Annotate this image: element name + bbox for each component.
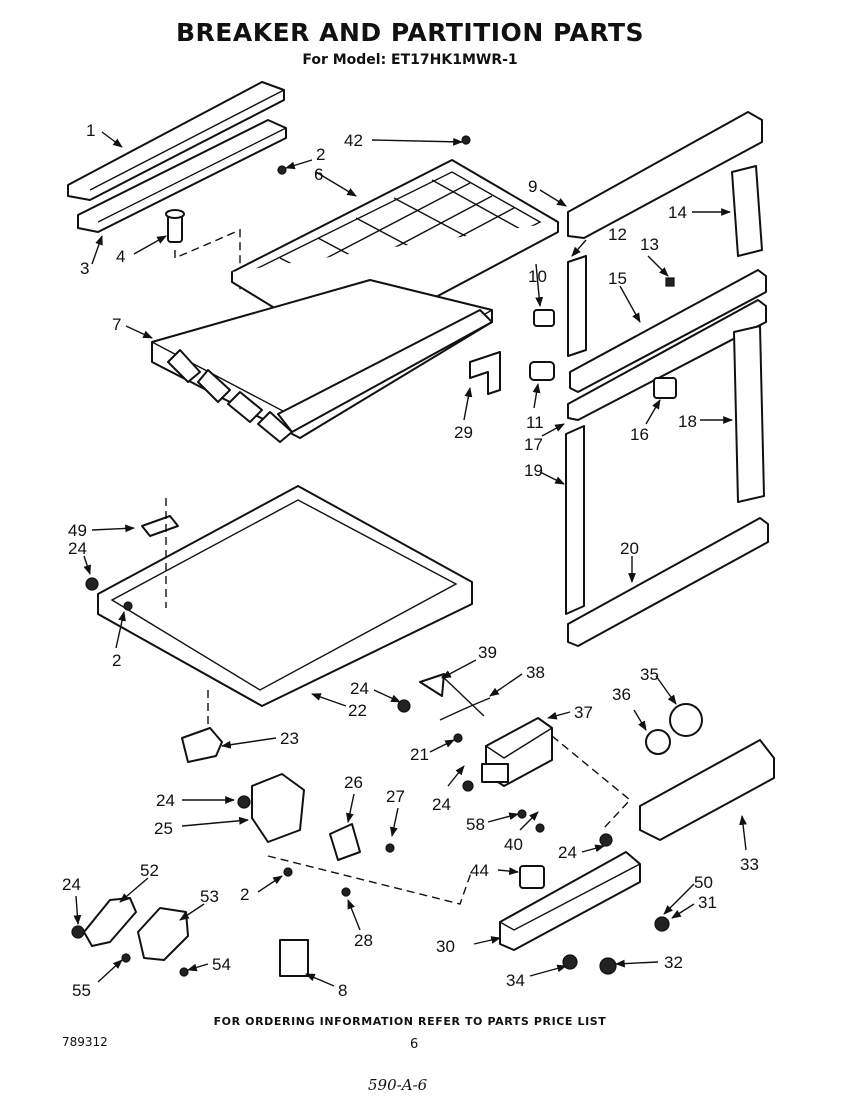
callout-16: 16 xyxy=(630,425,649,444)
callout-37: 37 xyxy=(574,703,593,722)
cover-53 xyxy=(137,907,189,961)
callout-15: 15 xyxy=(608,269,627,288)
partition-rail-15 xyxy=(569,269,767,393)
callout-6: 6 xyxy=(314,165,323,184)
callout-4: 4 xyxy=(116,247,125,266)
callout-38: 38 xyxy=(526,663,545,682)
callout-12: 12 xyxy=(608,225,627,244)
breaker-housing xyxy=(151,279,493,443)
control-housing xyxy=(481,717,553,787)
knob-39 xyxy=(419,673,445,697)
callout-28: 28 xyxy=(354,931,373,950)
callout-40: 40 xyxy=(504,835,523,854)
callout-10: 10 xyxy=(528,267,547,286)
partition-top-trim xyxy=(567,111,763,239)
callout-24-b: 24 xyxy=(350,679,369,698)
callout-labels: 1 2 6 3 4 42 7 9 12 13 14 10 15 11 29 17… xyxy=(62,121,759,1000)
callout-31: 31 xyxy=(698,893,717,912)
callout-20: 20 xyxy=(620,539,639,558)
callout-53: 53 xyxy=(200,887,219,906)
clip-11 xyxy=(529,361,555,381)
sensor-38 xyxy=(439,697,491,721)
callout-17: 17 xyxy=(524,435,543,454)
callout-24-c: 24 xyxy=(432,795,451,814)
callout-50: 50 xyxy=(694,873,713,892)
stud-clip xyxy=(165,209,185,243)
page-number: 6 xyxy=(410,1037,419,1052)
callout-27: 27 xyxy=(386,787,405,806)
callout-8: 8 xyxy=(338,981,347,1000)
callout-34: 34 xyxy=(506,971,525,990)
trim-33 xyxy=(639,739,775,841)
ordering-note: FOR ORDERING INFORMATION REFER TO PARTS … xyxy=(213,1015,607,1028)
callout-7: 7 xyxy=(112,315,121,334)
model-subtitle: For Model: ET17HK1MWR-1 xyxy=(302,52,518,68)
plug-49 xyxy=(141,515,179,537)
callout-26: 26 xyxy=(344,773,363,792)
callout-3: 3 xyxy=(80,259,89,278)
partition-strip-19 xyxy=(565,425,585,615)
connector-8 xyxy=(279,939,309,977)
relay-26 xyxy=(329,823,361,861)
callout-2-b: 2 xyxy=(112,651,121,670)
partition-rail-17 xyxy=(567,299,767,421)
callout-21: 21 xyxy=(410,745,429,764)
callout-54: 54 xyxy=(212,955,231,974)
callout-35: 35 xyxy=(640,665,659,684)
callout-33: 33 xyxy=(740,855,759,874)
bracket-23 xyxy=(181,727,223,763)
callout-19: 19 xyxy=(524,461,543,480)
callout-52: 52 xyxy=(140,861,159,880)
callout-2: 2 xyxy=(316,145,325,164)
document-code: 789312 xyxy=(62,1035,108,1049)
callout-18: 18 xyxy=(678,412,697,431)
callout-24-d: 24 xyxy=(156,791,175,810)
bracket-29 xyxy=(469,351,501,395)
callout-1: 1 xyxy=(86,121,95,140)
callout-14: 14 xyxy=(668,203,687,222)
callout-30: 30 xyxy=(436,937,455,956)
handwritten-note: 590-A-6 xyxy=(368,1076,428,1094)
callout-13: 13 xyxy=(640,235,659,254)
partition-strip-18 xyxy=(733,325,765,503)
screw-13 xyxy=(665,277,675,287)
callout-2-c: 2 xyxy=(240,885,249,904)
callout-9: 9 xyxy=(528,177,537,196)
callout-24-e: 24 xyxy=(558,843,577,862)
callout-24-f: 24 xyxy=(62,875,81,894)
partition-rail-20 xyxy=(567,517,769,647)
partition-strip-12 xyxy=(567,255,587,357)
switch-44 xyxy=(519,865,545,889)
callout-44: 44 xyxy=(470,861,489,880)
callout-22: 22 xyxy=(348,701,367,720)
bracket-52 xyxy=(83,897,137,947)
control-panel xyxy=(499,851,641,951)
page-title: BREAKER AND PARTITION PARTS xyxy=(175,18,645,47)
callout-25: 25 xyxy=(154,819,173,838)
bulb-35 xyxy=(669,703,703,737)
bulb-36 xyxy=(645,729,671,755)
clip-10 xyxy=(533,309,555,327)
callout-23: 23 xyxy=(280,729,299,748)
callout-39: 39 xyxy=(478,643,497,662)
callout-24-a: 24 xyxy=(68,539,87,558)
breaker-frame xyxy=(97,485,473,707)
callout-42: 42 xyxy=(344,131,363,150)
callout-49: 49 xyxy=(68,521,87,540)
leader-lines xyxy=(73,131,747,987)
top-breaker-strip xyxy=(67,81,287,233)
callout-36: 36 xyxy=(612,685,631,704)
fasteners xyxy=(71,135,670,977)
partition-strip-14 xyxy=(731,165,763,257)
callout-55: 55 xyxy=(72,981,91,1000)
callout-11: 11 xyxy=(526,413,544,432)
callout-29: 29 xyxy=(454,423,473,442)
bracket-25 xyxy=(251,773,305,843)
callout-58: 58 xyxy=(466,815,485,834)
callout-32: 32 xyxy=(664,953,683,972)
clip-16 xyxy=(653,377,677,399)
